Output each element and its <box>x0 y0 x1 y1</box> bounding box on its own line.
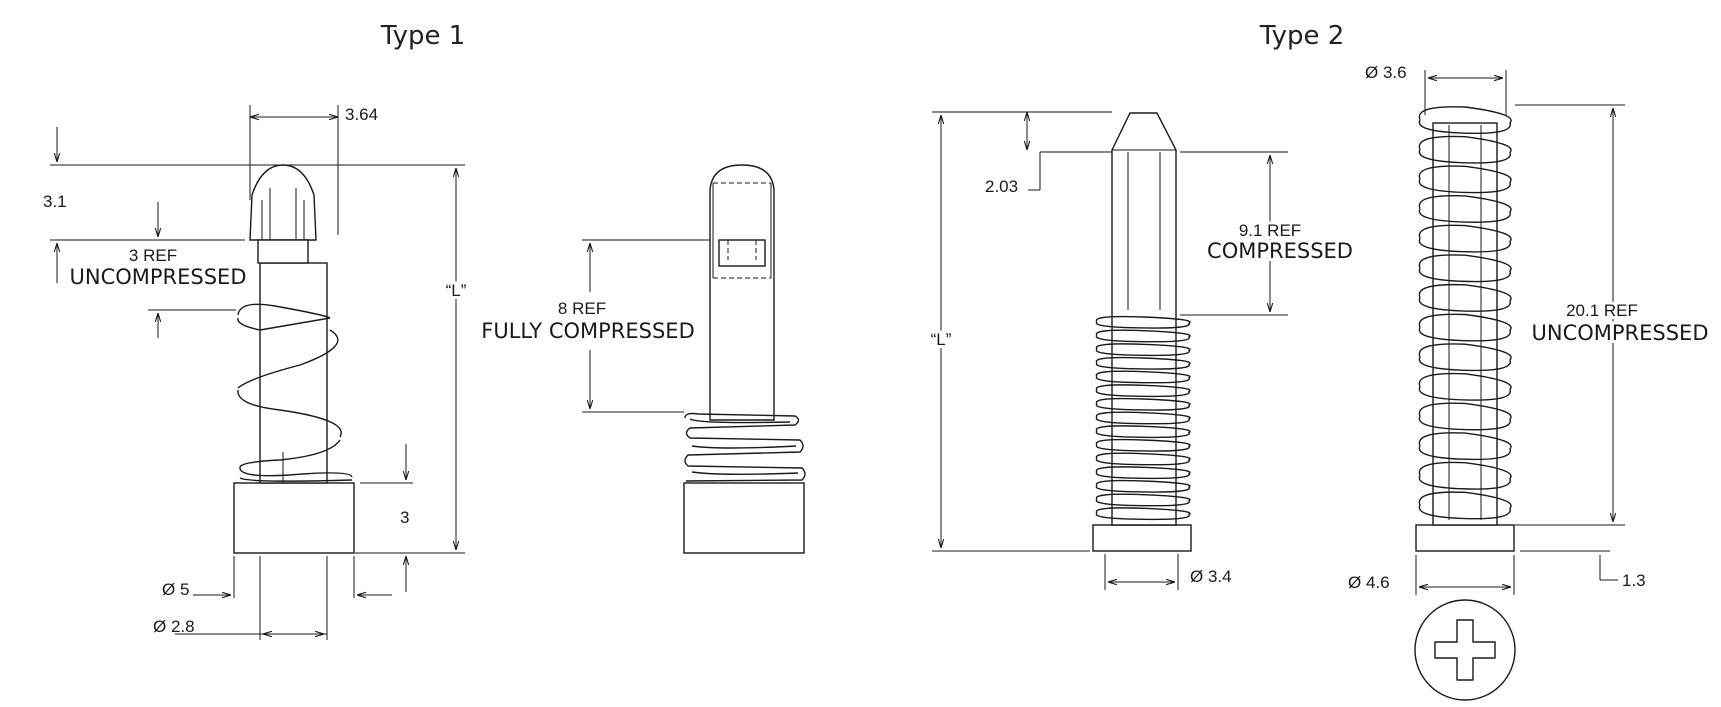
type2-dim-spring-dia: Ø 3.6 <box>1365 63 1407 82</box>
type2-dim-uncompressed-label: UNCOMPRESSED <box>1531 321 1708 345</box>
type1-compressed-part <box>683 164 806 554</box>
type2-uncompressed-spring <box>1418 106 1512 520</box>
type1-dim-compressed-label: FULLY COMPRESSED <box>481 319 695 343</box>
type1-cap <box>249 164 317 241</box>
type1-compressed-dimensions: 8 REF FULLY COMPRESSED <box>481 239 710 413</box>
type2-compressed-spring <box>1095 315 1191 521</box>
type1-dim-compressed-value: 8 REF <box>558 299 606 318</box>
type2-dim-tip-height: 2.03 <box>985 177 1018 196</box>
type2-uncompressed-dimensions: Ø 3.6 20.1 REF UNCOMPRESSED Ø 4.6 1.3 <box>1348 63 1712 701</box>
type1-compressed-spring <box>684 412 806 482</box>
type2-compressed-dimensions: 2.03 9.1 REF COMPRESSED “L” Ø 3.4 <box>928 111 1356 590</box>
type1-dim-uncompressed-label: UNCOMPRESSED <box>69 265 246 289</box>
type1-dimensions: 3.64 3.1 3 REF UNCOMPRESSED “L” 3 Ø 5 <box>43 105 470 640</box>
type1-dim-uncompressed-value: 3 REF <box>129 246 177 265</box>
phillips-head-icon <box>1414 599 1516 701</box>
type1-uncompressed-part <box>233 164 355 554</box>
type2-dim-head-dia: Ø 4.6 <box>1348 573 1390 592</box>
type1-dim-cap-height: 3.1 <box>43 192 67 211</box>
type1-dim-shaft-dia: Ø 2.8 <box>153 617 195 636</box>
type1-dim-length: “L” <box>446 281 467 300</box>
type2-title: Type 2 <box>1259 21 1345 51</box>
type2-dim-base-dia-compressed: Ø 3.4 <box>1190 567 1232 586</box>
type2-uncompressed-part <box>1415 106 1515 552</box>
type1-title: Type 1 <box>380 21 466 51</box>
type1-dim-base-dia: Ø 5 <box>162 580 189 599</box>
type1-dim-top-width: 3.64 <box>345 105 378 124</box>
type2-dim-head-height: 1.3 <box>1622 571 1646 590</box>
type2-dim-uncompressed-value: 20.1 REF <box>1566 301 1638 320</box>
type2-dim-compressed-value: 9.1 REF <box>1239 221 1301 240</box>
type2-dim-length: “L” <box>931 330 952 349</box>
type1-spring <box>237 303 353 482</box>
type2-compressed-part <box>1092 112 1192 552</box>
type1-dim-base-height: 3 <box>400 508 409 527</box>
type2-dim-compressed-label: COMPRESSED <box>1207 239 1353 263</box>
type1-base <box>233 482 355 554</box>
